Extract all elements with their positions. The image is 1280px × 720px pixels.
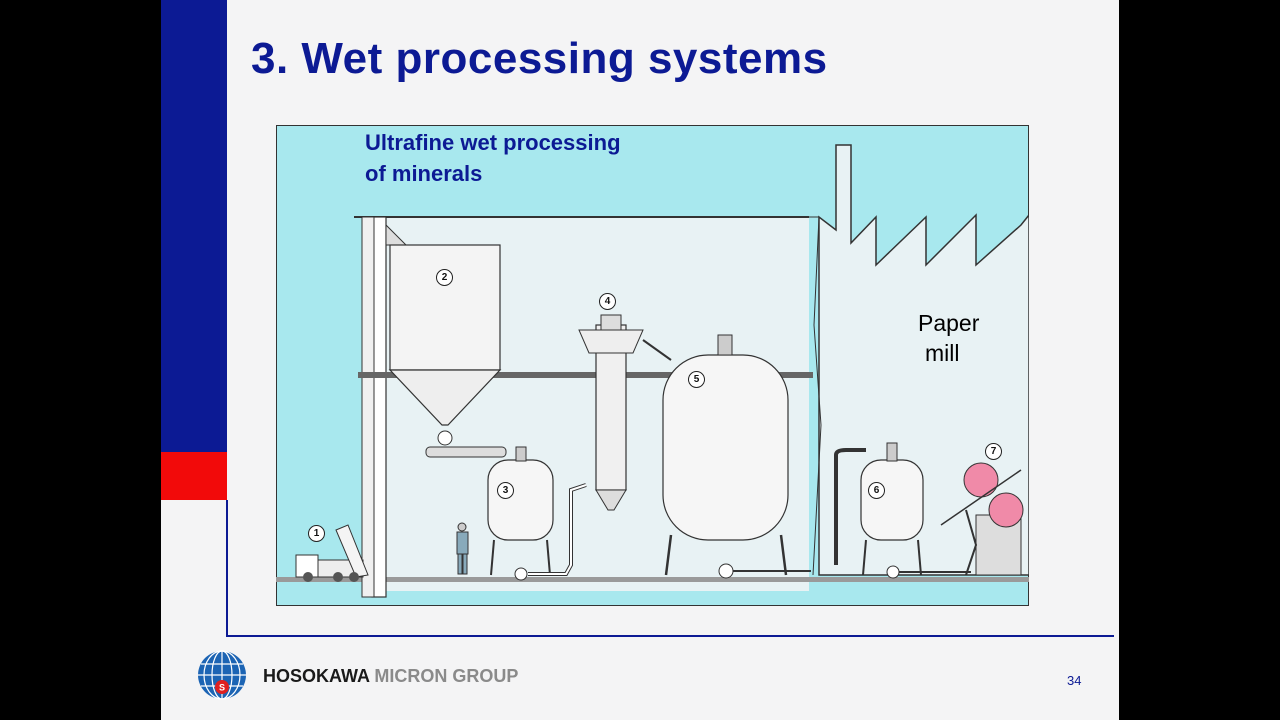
step-marker-6: 6: [868, 482, 885, 499]
step-marker-5: 5: [688, 371, 705, 388]
side-bar-red: [161, 452, 227, 500]
frame-vertical-line: [226, 500, 228, 637]
paper-mill-label-line2: mill: [925, 340, 960, 366]
paper-mill-label: Paper mill: [918, 308, 979, 368]
diagram-caption-line2: of minerals: [365, 161, 483, 186]
process-diagram: Ultrafine wet processing of minerals Pap…: [276, 125, 1030, 606]
hosokawa-globe-logo: S: [198, 650, 246, 700]
side-bar-gap: [161, 500, 227, 636]
svg-text:S: S: [219, 683, 225, 693]
process-diagram-illustration: [276, 125, 1030, 606]
frame-horizontal-line: [226, 635, 1114, 637]
slide: 3. Wet processing systems: [161, 0, 1119, 720]
brand-wordmark: HOSOKAWA MICRON GROUP: [263, 666, 518, 687]
brand-name-rest: MICRON GROUP: [374, 666, 519, 686]
brand-name-bold: HOSOKAWA: [263, 666, 370, 686]
paper-mill-label-line1: Paper: [918, 310, 980, 336]
side-bar-blue: [161, 0, 227, 452]
slide-title: 3. Wet processing systems: [251, 34, 828, 83]
diagram-caption-line1: Ultrafine wet processing: [365, 130, 621, 155]
diagram-caption: Ultrafine wet processing of minerals: [365, 127, 621, 189]
step-marker-3: 3: [497, 482, 514, 499]
step-marker-1: 1: [308, 525, 325, 542]
step-marker-2: 2: [436, 269, 453, 286]
step-marker-4: 4: [599, 293, 616, 310]
page-number: 34: [1067, 673, 1082, 688]
step-marker-7: 7: [985, 443, 1002, 460]
